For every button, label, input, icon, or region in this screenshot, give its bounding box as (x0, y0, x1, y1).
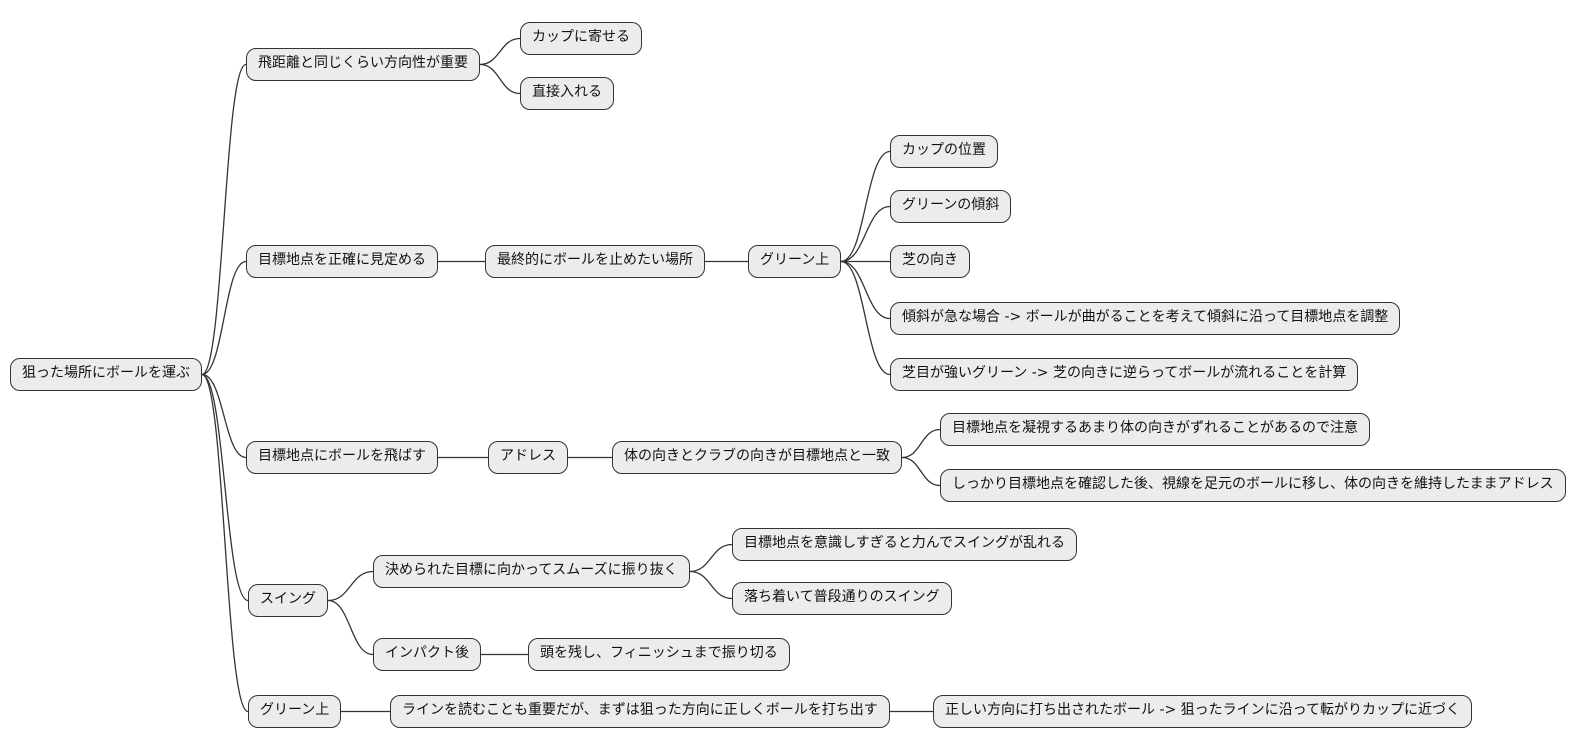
edge-root-n3 (201, 373, 247, 459)
node-n3b2: しっかり目標地点を確認した後、視線を足元のボールに移し、体の向きを維持したままア… (940, 469, 1566, 502)
node-n3b: 体の向きとクラブの向きが目標地点と一致 (612, 441, 902, 474)
edge-n1-n1a (479, 37, 521, 66)
edge-root-n4 (201, 373, 249, 602)
edge-n1-n1b (479, 63, 521, 95)
edge-n2b-n2b2 (840, 205, 891, 263)
node-n2a: 最終的にボールを止めたい場所 (485, 245, 705, 278)
edge-root-n2 (201, 260, 247, 376)
node-n4a: 決められた目標に向かってスムーズに振り抜く (373, 555, 690, 588)
node-n2: 目標地点を正確に見定める (246, 245, 438, 278)
node-n3b1: 目標地点を凝視するあまり体の向きがずれることがあるので注意 (940, 413, 1370, 446)
node-n5a: ラインを読むことも重要だが、まずは狙った方向に正しくボールを打ち出す (390, 695, 890, 728)
node-n5: グリーン上 (248, 695, 342, 728)
edge-n4a-n4a1 (689, 543, 733, 573)
edge-n2b-n2b1 (840, 150, 891, 263)
node-n4b: インパクト後 (373, 638, 481, 671)
edge-n4a-n4a2 (689, 570, 733, 600)
node-n2b4: 傾斜が急な場合 -> ボールが曲がることを考えて傾斜に沿って目標地点を調整 (890, 302, 1401, 335)
node-n4a1: 目標地点を意識しすぎると力んでスイングが乱れる (732, 528, 1078, 561)
node-n3: 目標地点にボールを飛ばす (246, 441, 438, 474)
node-n2b5: 芝目が強いグリーン -> 芝の向きに逆らってボールが流れることを計算 (890, 358, 1359, 391)
edge-root-n5 (201, 373, 249, 713)
node-n5a1: 正しい方向に打ち出されたボール -> 狙ったラインに沿って転がりカップに近づく (933, 695, 1472, 728)
node-n2b1: カップの位置 (890, 135, 998, 168)
edge-n2b-n2b5 (840, 260, 891, 376)
node-n4: スイング (248, 584, 328, 617)
edge-root-n1 (201, 63, 247, 376)
node-n2b3: 芝の向き (890, 245, 970, 278)
node-n1a: カップに寄せる (520, 22, 642, 55)
edge-n3b-n3b2 (901, 456, 941, 487)
node-n2b2: グリーンの傾斜 (890, 190, 1012, 223)
node-n4b1: 頭を残し、フィニッシュまで振り切る (528, 638, 790, 671)
node-n3a: アドレス (488, 441, 568, 474)
node-n1b: 直接入れる (520, 77, 614, 110)
edge-n4-n4a (327, 570, 374, 602)
node-n4a2: 落ち着いて普段通りのスイング (732, 582, 952, 615)
node-n2b: グリーン上 (748, 245, 842, 278)
edge-n2b-n2b4 (840, 260, 891, 320)
edge-n4-n4b (327, 599, 374, 656)
edge-n3b-n3b1 (901, 428, 941, 459)
node-root: 狙った場所にボールを運ぶ (10, 358, 202, 391)
node-n1: 飛距離と同じくらい方向性が重要 (246, 48, 480, 81)
